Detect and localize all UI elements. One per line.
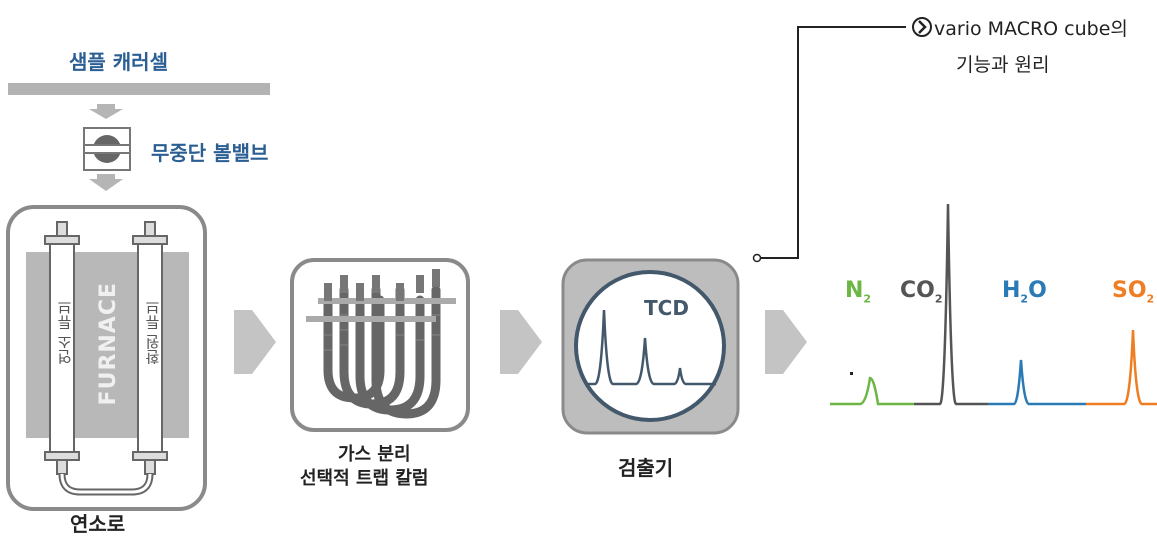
ball-valve-label: 무중단 볼밸브 bbox=[151, 141, 269, 165]
gas-label-co2: CO2 bbox=[900, 278, 943, 306]
reduction-tube-label: 환원 튜브 bbox=[144, 300, 162, 365]
detector-circle bbox=[574, 270, 726, 422]
info-link-text-2[interactable]: 기능과 원리 bbox=[956, 54, 1050, 76]
separation-caption-2: 선택적 트랩 칼럼 bbox=[300, 468, 429, 489]
combustion-tube-label: 연소 튜브 bbox=[56, 300, 74, 365]
chevron-circle-icon bbox=[912, 17, 932, 37]
info-link-text-1: vario MACRO cube의 bbox=[934, 18, 1128, 40]
detector-chromatogram bbox=[585, 309, 716, 386]
arrow-1 bbox=[234, 310, 276, 374]
tcd-badge: TCD bbox=[644, 296, 689, 320]
detector-caption: 검출기 bbox=[618, 456, 674, 480]
chromatogram bbox=[830, 203, 1157, 406]
combustion-tube bbox=[49, 237, 75, 459]
sample-carousel-label: 샘플 캐러셀 bbox=[69, 50, 168, 74]
carousel-bar bbox=[8, 83, 270, 95]
furnace-caption: 연소로 bbox=[70, 512, 126, 536]
gas-label-so2: SO2 bbox=[1112, 278, 1155, 306]
furnace-label: FURNACE bbox=[96, 282, 121, 406]
gas-label-n2: N2 bbox=[845, 278, 872, 306]
trap-columns bbox=[323, 285, 441, 419]
down-arrow-1 bbox=[89, 104, 123, 119]
down-arrow-2 bbox=[89, 174, 123, 191]
arrow-3 bbox=[765, 310, 807, 374]
ball-valve-icon bbox=[83, 127, 131, 171]
link-connector bbox=[760, 26, 906, 259]
info-link[interactable]: vario MACRO cube의 bbox=[912, 14, 1128, 41]
separation-caption-1: 가스 분리 bbox=[338, 444, 411, 465]
gas-label-h2o: H2O bbox=[1002, 278, 1047, 306]
arrow-2 bbox=[500, 310, 542, 374]
